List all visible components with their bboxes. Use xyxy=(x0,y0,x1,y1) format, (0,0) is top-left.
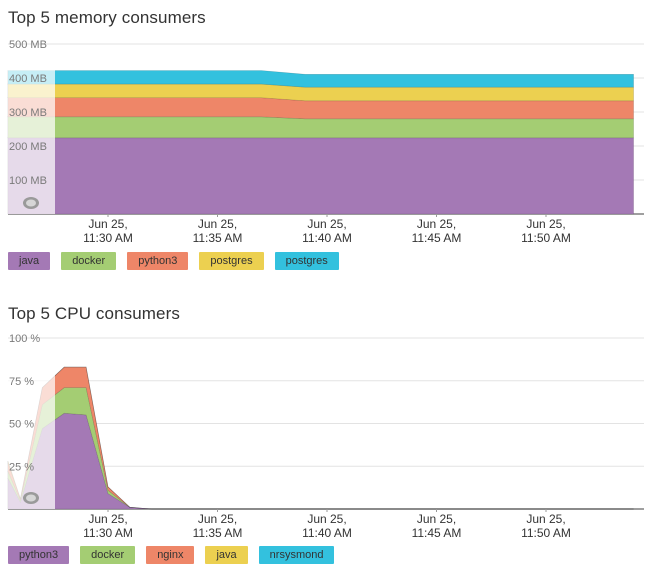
cpu-x-tick-label-date: Jun 25, xyxy=(307,512,346,526)
cpu-label-backdrop xyxy=(8,371,55,509)
legend-label: python3 xyxy=(19,549,59,561)
memory-x-tick-label-date: Jun 25, xyxy=(198,217,237,231)
legend-label: python3 xyxy=(138,255,178,267)
memory-x-tick-label-time: 11:50 AM xyxy=(521,231,571,245)
memory-x-tick-label-date: Jun 25, xyxy=(88,217,127,231)
memory-x-tick-label-time: 11:35 AM xyxy=(193,231,243,245)
cpu-x-tick-label-date: Jun 25, xyxy=(526,512,565,526)
cpu-y-label-overlay xyxy=(8,371,55,509)
memory-y-tick-label: 200 MB xyxy=(9,141,47,153)
memory-x-tick-label-time: 11:45 AM xyxy=(412,231,462,245)
cpu-y-tick-label: 75 % xyxy=(9,376,34,388)
memory-x-tick-label-date: Jun 25, xyxy=(307,217,346,231)
cpu-x-tick-label-date: Jun 25, xyxy=(417,512,456,526)
cpu-chart-legend: python3 docker nginx java nrsysmond xyxy=(8,546,335,564)
reset-zoom-icon[interactable] xyxy=(23,197,39,209)
cpu-x-tick-label-date: Jun 25, xyxy=(88,512,127,526)
cpu-area-nrsysmond-4[interactable] xyxy=(7,366,634,510)
legend-label: postgres xyxy=(210,255,253,267)
legend-label: java xyxy=(216,549,237,561)
cpu-y-tick-label: 50 % xyxy=(9,419,34,431)
cpu-x-tick-label-time: 11:35 AM xyxy=(193,526,243,540)
memory-chart-legend: java docker python3 postgres postgres xyxy=(8,252,339,270)
memory-x-tick-label-time: 11:40 AM xyxy=(302,231,352,245)
memory-area-postgres-4[interactable] xyxy=(7,70,634,88)
cpu-areas xyxy=(7,366,634,510)
memory-areas xyxy=(7,70,634,215)
legend-item-python3[interactable]: python3 xyxy=(127,252,189,270)
cpu-chart-title: Top 5 CPU consumers xyxy=(8,304,180,323)
legend-label: nginx xyxy=(157,549,184,561)
cpu-x-tick-label-time: 11:50 AM xyxy=(521,526,571,540)
cpu-x-tick-label-time: 11:40 AM xyxy=(302,526,352,540)
memory-area-java-0[interactable] xyxy=(7,137,634,215)
legend-label: docker xyxy=(91,549,125,561)
legend-item-postgres[interactable]: postgres xyxy=(274,252,339,270)
legend-label: nrsysmond xyxy=(269,549,324,561)
legend-item-python3[interactable]: python3 xyxy=(8,546,70,564)
cpu-chart-panel: Top 5 CPU consumers 25 %50 %75 %100 %Jun… xyxy=(0,296,650,573)
memory-y-label-overlay xyxy=(8,69,55,214)
memory-y-tick-label: 500 MB xyxy=(9,39,47,51)
legend-label: postgres xyxy=(285,255,328,267)
memory-y-tick-label: 300 MB xyxy=(9,107,47,119)
memory-label-backdrop xyxy=(8,69,55,214)
cpu-x-tick-label-time: 11:45 AM xyxy=(412,526,462,540)
memory-x-tick-label-time: 11:30 AM xyxy=(83,231,133,245)
legend-label: java xyxy=(19,255,40,267)
memory-x-tick-label-date: Jun 25, xyxy=(417,217,456,231)
legend-item-docker[interactable]: docker xyxy=(80,546,136,564)
reset-zoom-icon[interactable] xyxy=(23,492,39,504)
cpu-x-tick-label-date: Jun 25, xyxy=(198,512,237,526)
legend-item-nrsysmond[interactable]: nrsysmond xyxy=(258,546,335,564)
legend-item-postgres[interactable]: postgres xyxy=(199,252,264,270)
cpu-y-tick-label: 25 % xyxy=(9,461,34,473)
memory-y-tick-label: 400 MB xyxy=(9,73,47,85)
memory-y-tick-label: 100 MB xyxy=(9,175,47,187)
memory-chart-title: Top 5 memory consumers xyxy=(8,8,206,27)
memory-area-docker-1[interactable] xyxy=(7,116,634,139)
cpu-x-tick-label-time: 11:30 AM xyxy=(83,526,133,540)
cpu-y-tick-label: 100 % xyxy=(9,333,40,345)
memory-x-tick-label-date: Jun 25, xyxy=(526,217,565,231)
legend-label: docker xyxy=(72,255,106,267)
memory-chart-panel: Top 5 memory consumers 100 MB 200 MB 300 M… xyxy=(0,0,650,280)
legend-item-java[interactable]: java xyxy=(8,252,51,270)
legend-item-nginx[interactable]: nginx xyxy=(146,546,195,564)
legend-item-java[interactable]: java xyxy=(205,546,248,564)
legend-item-docker[interactable]: docker xyxy=(61,252,117,270)
